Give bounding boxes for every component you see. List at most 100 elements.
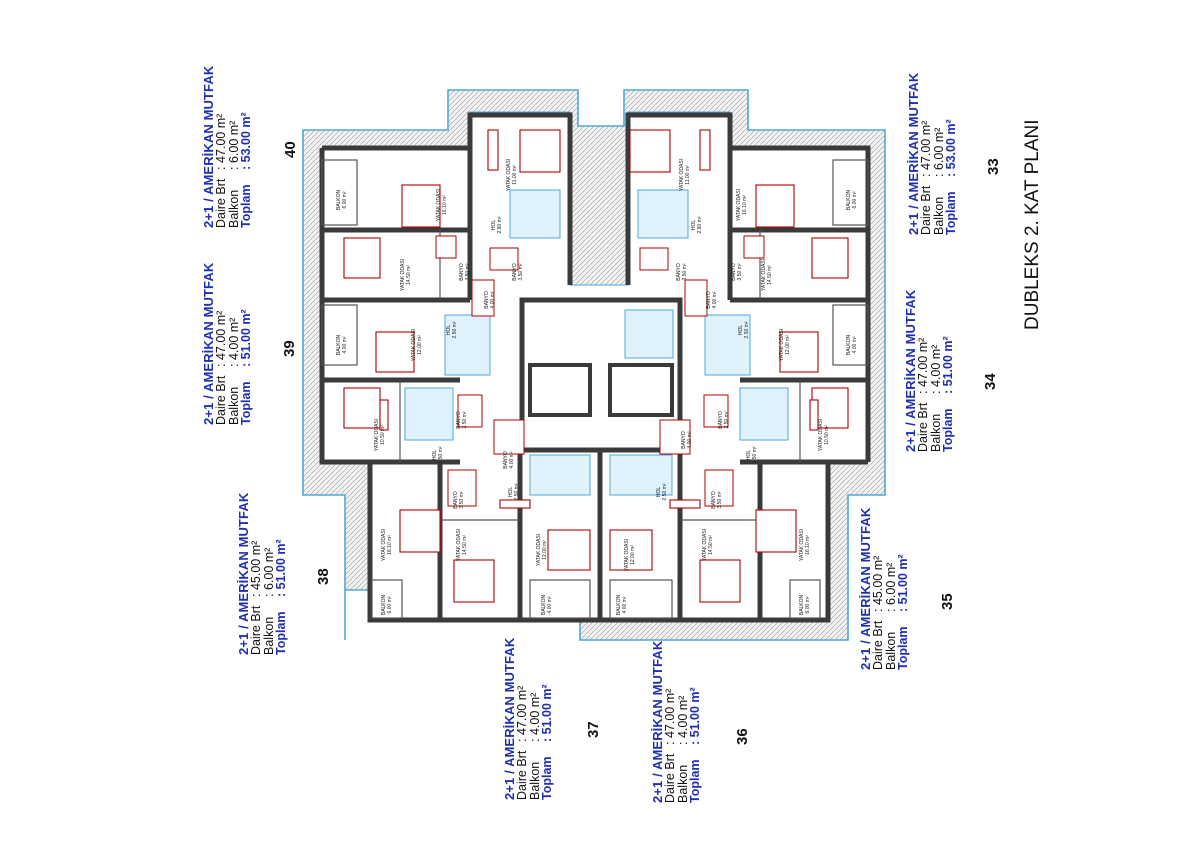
toplam-value: : 51.00 m² <box>941 336 955 394</box>
toplam-value: : 51.00 m² <box>274 539 288 597</box>
daire-label: Daire Brt <box>916 402 930 452</box>
room-label: BANYO3.50 m² <box>718 411 730 429</box>
room-label: BALKON6.00 m² <box>381 594 393 615</box>
bath-fixture-10 <box>659 419 691 455</box>
room-label: BANYO3.50 m² <box>711 491 723 509</box>
elevator-shaft-right <box>608 363 674 417</box>
room-label: YATAK ODASI12.00 m² <box>536 534 548 566</box>
daire-value: : 45.00 m² <box>871 555 885 612</box>
room-label: BANYO3.50 m² <box>453 491 465 509</box>
bath-fixture-1 <box>435 235 457 259</box>
room-label: HOL2.50 m² <box>656 483 668 500</box>
room-label: YATAK ODASI10.50 m² <box>818 419 830 451</box>
interior-partitions <box>321 159 869 619</box>
room-label: YATAK ODASI11.00 m² <box>506 159 518 191</box>
toplam-label: Toplam <box>896 626 910 670</box>
room-labels: YATAK ODASI11.00 m² YATAK ODASI16.10 m² BA… <box>336 159 858 615</box>
bed-9 <box>609 529 653 571</box>
daire-label: Daire Brt <box>249 605 263 655</box>
room-label: HOL2.80 m² <box>691 216 703 233</box>
bath-fixture-8 <box>684 279 708 317</box>
unit-number-34: 34 <box>982 373 999 390</box>
toplam-label: Toplam <box>540 756 554 800</box>
unit-number-39: 39 <box>281 340 298 357</box>
daire-label: Daire Brt <box>214 375 228 425</box>
room-label: YATAK ODASI16.10 m² <box>436 189 448 221</box>
room-label: BANYO3.50 m² <box>459 263 471 281</box>
bed-10 <box>699 559 741 603</box>
stair-unit-37 <box>529 454 591 496</box>
room-label: BANYO4.00 m² <box>706 291 718 309</box>
room-label: YATAK ODASI16.10 m² <box>381 529 393 561</box>
central-core <box>519 297 683 453</box>
toplam-label: Toplam <box>239 381 253 425</box>
wardrobe-6 <box>669 499 701 509</box>
toplam-label: Toplam <box>274 611 288 655</box>
daire-value: : 47.00 m² <box>916 337 930 394</box>
partition-7 <box>529 579 591 619</box>
daire-value: : 47.00 m² <box>663 688 677 745</box>
elevator-shaft-left <box>528 363 592 417</box>
partition-8 <box>609 579 673 619</box>
bath-fixture-3 <box>471 279 495 317</box>
staircases <box>404 189 789 496</box>
partition-1 <box>321 159 358 226</box>
toplam-value: : 51.00 m² <box>896 554 910 612</box>
daire-value: : 47.00 m² <box>515 685 529 742</box>
toplam-label: Toplam <box>239 184 253 228</box>
unit-38-spec: 2+1 / AMERİKAN MUTFAK Daire Brt: 45.00 m… <box>236 493 288 655</box>
room-label: BANYO3.50 m² <box>676 263 688 281</box>
room-label: YATAK ODASI14.50 m² <box>761 259 773 291</box>
daire-label: Daire Brt <box>214 178 228 228</box>
partition-5 <box>371 579 403 619</box>
bath-fixture-5 <box>493 419 525 455</box>
wall-right <box>600 459 868 623</box>
bed-5 <box>343 387 381 429</box>
bath-fixtures <box>435 235 765 507</box>
room-label: BANYO3.50 m² <box>456 411 468 429</box>
unit-33-spec: 2+1 / AMERİKAN MUTFAK Daire Brt: 47.00 m… <box>906 73 958 235</box>
toplam-value: : 53.00 m² <box>239 112 253 170</box>
unit-35-spec: 2+1 / AMERİKAN MUTFAK Daire Brt: 45.00 m… <box>858 508 910 670</box>
unit-40-spec: 2+1 / AMERİKAN MUTFAK Daire Brt: 47.00 m… <box>201 66 253 228</box>
room-label: HOL2.50 m² <box>508 483 520 500</box>
daire-value: : 47.00 m² <box>214 113 228 170</box>
unit-number-33: 33 <box>985 158 1002 175</box>
stair-unit-35 <box>739 387 789 441</box>
toplam-value: : 51.00 m² <box>688 687 702 745</box>
bed-8 <box>547 529 591 571</box>
room-label: BANYO4.00 m² <box>484 291 496 309</box>
room-label: YATAK ODASI11.00 m² <box>679 159 691 191</box>
room-label: YATAK ODASI12.00 m² <box>411 329 423 361</box>
room-label: YATAK ODASI14.50 m² <box>456 529 468 561</box>
daire-label: Daire Brt <box>871 620 885 670</box>
bed-2 <box>401 184 441 228</box>
stair-unit-36 <box>609 454 673 496</box>
daire-value: : 47.00 m² <box>214 310 228 367</box>
room-label: BALKON4.00 m² <box>336 334 348 355</box>
room-label: YATAK ODASI14.50 m² <box>702 529 714 561</box>
stair-unit-34 <box>704 314 751 376</box>
bed-3 <box>343 237 381 279</box>
unit-number-40: 40 <box>282 141 299 158</box>
stair-unit-39 <box>444 314 491 376</box>
daire-value: : 45.00 m² <box>249 540 263 597</box>
toplam-label: Toplam <box>941 408 955 452</box>
room-label: BANYO3.50 m² <box>731 263 743 281</box>
daire-label: Daire Brt <box>919 185 933 235</box>
toplam-value: : 51.00 m² <box>239 309 253 367</box>
bath-fixture-12 <box>743 235 765 259</box>
unit-number-36: 36 <box>734 728 751 745</box>
partition-6 <box>789 579 821 619</box>
bed-4 <box>375 331 415 373</box>
unit-36-spec: 2+1 / AMERİKAN MUTFAK Daire Brt: 47.00 m… <box>650 641 702 803</box>
furniture <box>343 129 849 603</box>
bath-fixture-11 <box>704 469 734 507</box>
unit-37-spec: 2+1 / AMERİKAN MUTFAK Daire Brt: 47.00 m… <box>502 638 554 800</box>
room-label: YATAK ODASI16.10 m² <box>736 189 748 221</box>
toplam-value: : 53.00 m² <box>944 119 958 177</box>
partition-4 <box>832 304 869 366</box>
bed-16 <box>629 129 671 173</box>
bed-15 <box>755 184 795 228</box>
